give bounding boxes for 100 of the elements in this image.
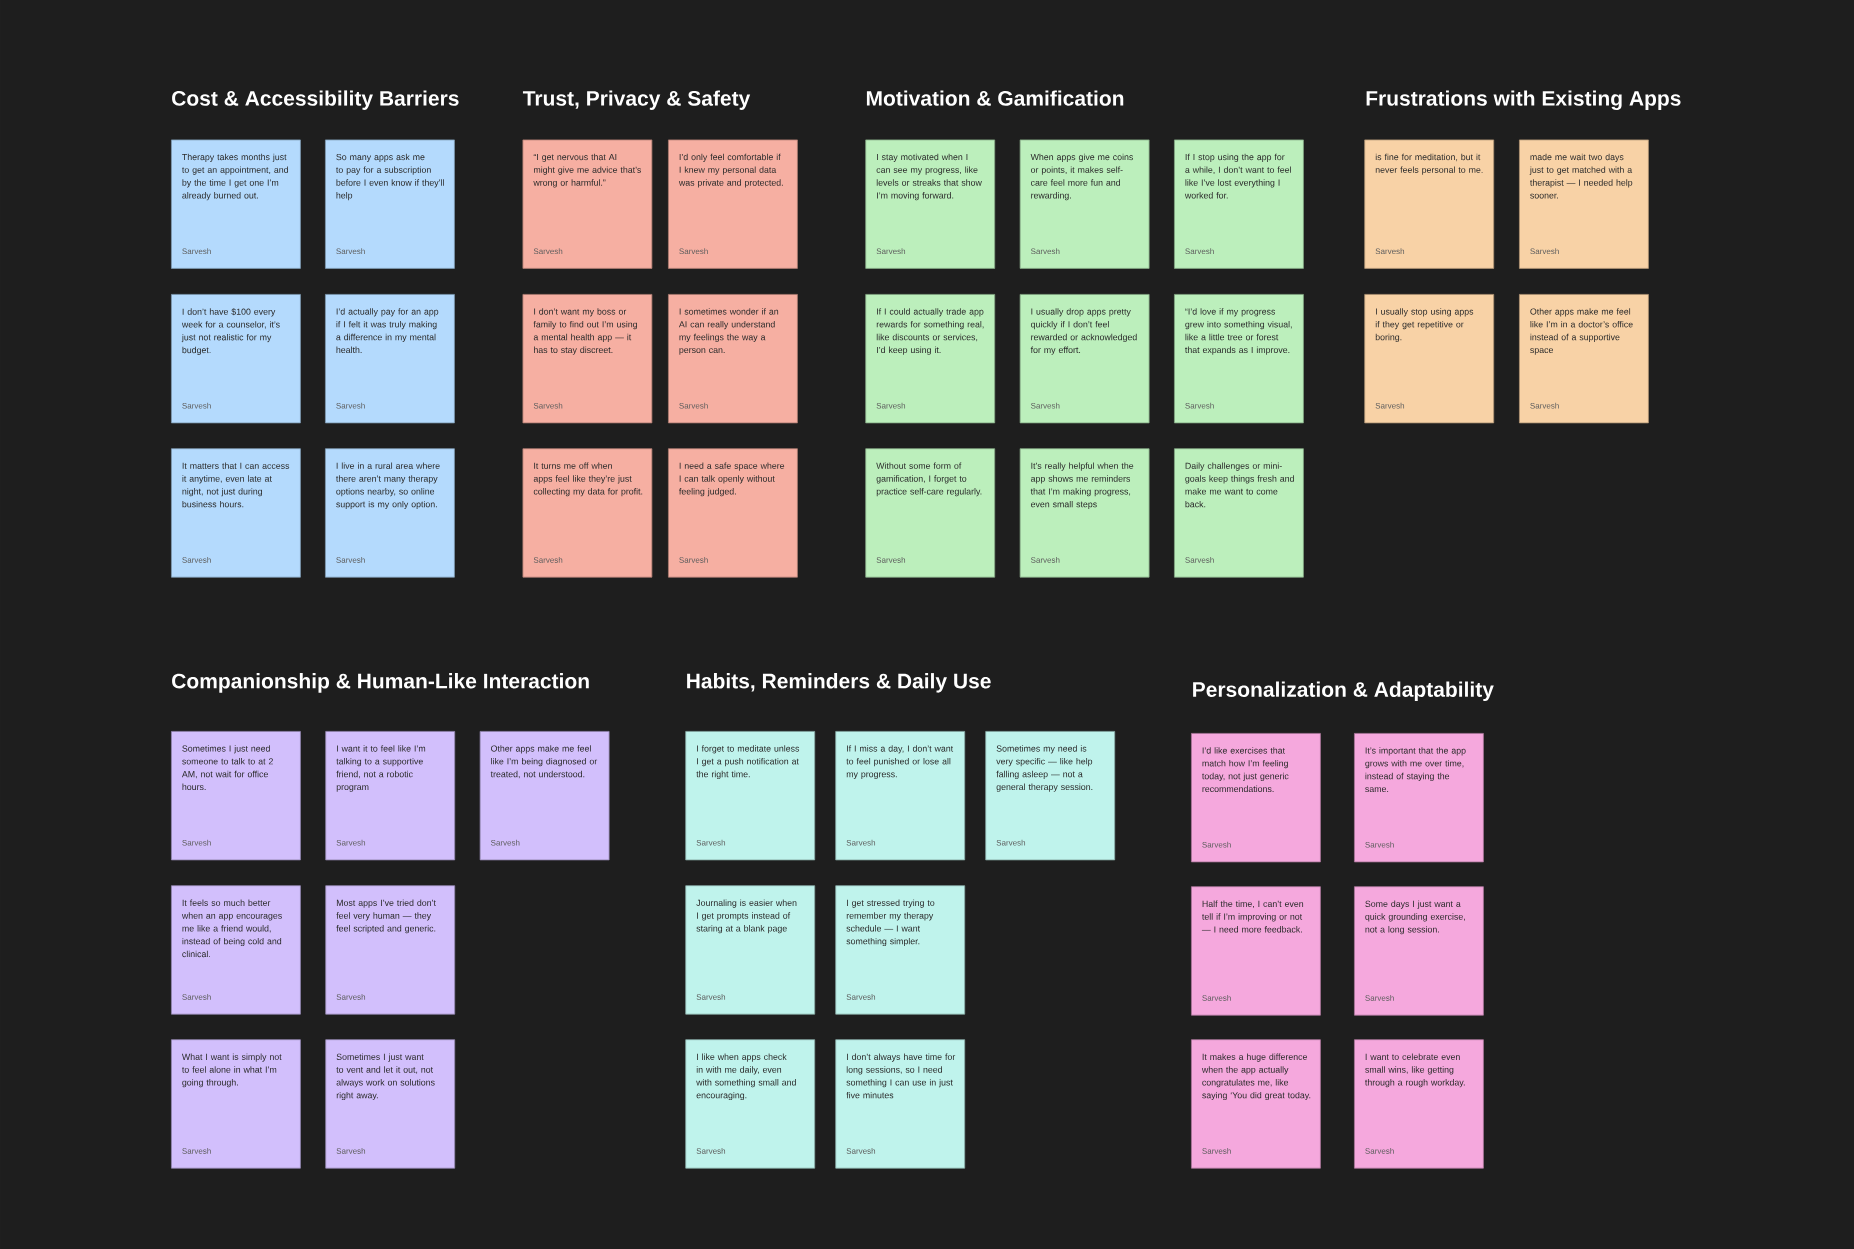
sticky-note: [985, 731, 1116, 861]
note-text: What I want is simply not to feel alone in what I’m going through.: [181, 1053, 282, 1088]
sticky-note: [171, 139, 301, 269]
sticky-note: [325, 885, 456, 1015]
sticky-note: [171, 731, 301, 861]
author-name: Sarvesh: [679, 557, 708, 563]
sticky-note: [685, 731, 816, 861]
author-name: Sarvesh: [846, 1148, 876, 1154]
note-text: Daily challenges or mini-goals keep things fresh and make me want to come back.: [1185, 462, 1294, 508]
author-name: Sarvesh: [876, 248, 906, 255]
note-text: If I stop using the app for a while, I don’t want to feel like I’ve lost everything I worked for.: [1184, 153, 1291, 199]
author-name: Sarvesh: [1365, 995, 1394, 1001]
note-text: I forget to meditate unless I get a push notification at the right time.: [696, 745, 800, 779]
author-name: Sarvesh: [876, 557, 906, 563]
sticky-note: [865, 448, 996, 578]
author-name: Sarvesh: [1365, 1148, 1394, 1154]
sticky-note: [1174, 139, 1304, 269]
note-text: Other apps make me feel like I’m being diagnosed or treated, not understood.: [490, 745, 598, 779]
author-name: Sarvesh: [996, 839, 1026, 846]
sticky-note: [685, 885, 816, 1015]
author-name: Sarvesh: [1202, 1148, 1231, 1154]
sticky-note: [835, 885, 966, 1015]
author-name: Sarvesh: [696, 1148, 726, 1154]
sticky-note: [1019, 139, 1150, 269]
note-text: Some days I just want a quick grounding exercise, not a long session.: [1365, 900, 1465, 935]
sticky-note: [171, 448, 301, 578]
sticky-note: [1191, 1039, 1321, 1169]
note-text: “I’d love if my progress grew into something visual, like a little tree or forest that expands as I improve.: [1185, 308, 1292, 355]
note-text: I sometimes wonder if an AI can really understand my feelings the way a person can.: [678, 308, 779, 355]
note-text: If I miss a day, I don’t want to feel punished or lose all my progress.: [846, 745, 954, 779]
author-name: Sarvesh: [1202, 995, 1231, 1001]
note-text: Most apps I’ve tried don’t feel very human — they feel scripted and generic.: [336, 899, 436, 934]
author-name: Sarvesh: [533, 557, 563, 563]
note-text: Other apps make me feel like I’m in a doctor’s office instead of a supportive space: [1530, 308, 1633, 355]
note-text: It makes a huge difference when the app actually congratulates me, like saying ‘You did great today.: [1201, 1053, 1311, 1101]
note-text: I want to celebrate even small wins, like getting through a rough workday.: [1365, 1053, 1465, 1088]
note-text: I’d only feel comfortable if I knew my personal data was private and protected.: [678, 153, 783, 188]
note-text: Therapy takes months just to get an appointment, and by the time I get one I’m already burned out.: [182, 153, 288, 201]
author-name: Sarvesh: [1030, 248, 1060, 255]
author-name: Sarvesh: [182, 402, 211, 409]
author-name: Sarvesh: [336, 557, 365, 563]
note-text: Sometimes I just need someone to talk to at 2 AM, not wait for office hours.: [181, 745, 273, 791]
author-name: Sarvesh: [846, 994, 876, 1000]
sticky-note: [835, 731, 966, 861]
author-name: Sarvesh: [679, 402, 708, 409]
note-text: I stay motivated when I can see my progress, like levels or streaks that show I’m moving forward.: [876, 153, 982, 201]
group-heading: Motivation & Gamification: [866, 90, 1124, 106]
author-name: Sarvesh: [1185, 557, 1214, 563]
sticky-note: [685, 1039, 816, 1169]
group-heading: Trust, Privacy & Safety: [522, 90, 751, 110]
sticky-note: [171, 294, 301, 424]
sticky-note: [522, 139, 653, 269]
note-text: I want it to feel like I’m talking to a supportive friend, not a robotic program: [336, 745, 426, 792]
sticky-note: [325, 294, 455, 424]
author-name: Sarvesh: [846, 839, 876, 846]
author-name: Sarvesh: [336, 1148, 366, 1154]
author-name: Sarvesh: [336, 402, 365, 409]
note-text: I get stressed trying to remember my therapy schedule — I want something simpler.: [846, 899, 935, 947]
note-text: Sometimes I just want to vent and let it out, not always work on solutions right away.: [336, 1053, 435, 1101]
author-name: Sarvesh: [1030, 402, 1060, 409]
sticky-note: [668, 139, 798, 269]
note-text: is fine for meditation, but it never feels personal to me.: [1375, 153, 1483, 175]
sticky-note: [325, 1039, 456, 1169]
author-name: Sarvesh: [1375, 402, 1405, 409]
author-name: Sarvesh: [1202, 841, 1231, 848]
group-heading: Habits, Reminders & Daily Use: [687, 673, 991, 693]
author-name: Sarvesh: [696, 994, 726, 1000]
note-text: Journaling is easier when I get prompts instead of staring at a blank page: [696, 899, 797, 934]
author-name: Sarvesh: [533, 248, 563, 255]
sticky-note: [171, 1039, 301, 1169]
group-heading: Personalization & Adaptability: [1193, 681, 1494, 702]
sticky-note: [835, 1039, 966, 1169]
author-name: Sarvesh: [1030, 557, 1060, 563]
sticky-note: [1191, 886, 1321, 1016]
sticky-note: [1354, 886, 1484, 1016]
sticky-note: [1019, 294, 1150, 424]
author-name: Sarvesh: [1185, 402, 1214, 409]
sticky-note: [522, 448, 653, 578]
author-name: Sarvesh: [696, 839, 726, 846]
note-text: Half the time, I can’t even tell if I’m improving or not — I need more feedback.: [1201, 900, 1304, 933]
note-text: It’s important that the app grows with me over time, instead of staying the same.: [1365, 747, 1466, 793]
author-name: Sarvesh: [182, 557, 211, 563]
sticky-note: [325, 448, 455, 578]
author-name: Sarvesh: [1365, 841, 1394, 848]
author-name: Sarvesh: [876, 402, 906, 409]
author-name: Sarvesh: [182, 994, 211, 1000]
note-text: I usually stop using apps if they get repetitive or boring.: [1375, 308, 1474, 342]
sticky-note: [1354, 733, 1484, 863]
note-text: Without some form of gamification, I forget to practice self-care regularly.: [876, 462, 982, 497]
sticky-note: [865, 294, 996, 424]
note-text: So many apps ask me to pay for a subscription before I even know if they’ll help: [336, 153, 444, 201]
author-name: Sarvesh: [336, 248, 365, 255]
author-name: Sarvesh: [182, 839, 211, 846]
sticky-note: [1354, 1039, 1484, 1169]
sticky-note: [479, 731, 610, 861]
author-name: Sarvesh: [1375, 248, 1405, 255]
author-name: Sarvesh: [182, 1148, 211, 1154]
sticky-note: [1174, 294, 1304, 424]
author-name: Sarvesh: [1530, 248, 1559, 255]
note-text: It matters that I can access it anytime, even late at night, not just during business hours.: [182, 462, 290, 508]
